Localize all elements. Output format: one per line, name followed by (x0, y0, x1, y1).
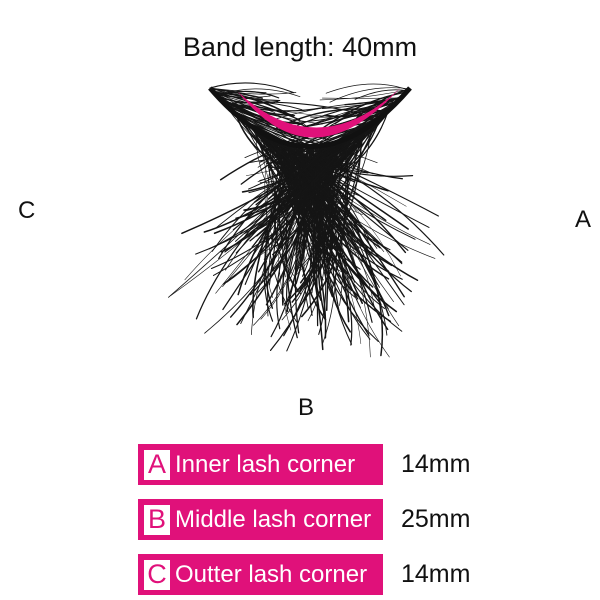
lash-strand (209, 82, 295, 94)
lash-strand (268, 143, 292, 286)
lash-strand (168, 142, 337, 298)
legend-letter: C (144, 559, 170, 590)
lash-strand (284, 142, 329, 270)
lash-strand (309, 146, 388, 336)
legend-length: 25mm (401, 505, 471, 533)
lash-strand (266, 135, 390, 272)
lash-strand (286, 142, 306, 267)
lash-strand (268, 136, 431, 245)
legend-letter: A (144, 449, 170, 480)
legend-letter: B (144, 504, 170, 535)
lash-strand (261, 132, 363, 215)
lash-strand (277, 141, 292, 331)
eyelash-image (168, 82, 445, 358)
marker-b: B (298, 394, 315, 421)
legend-length: 14mm (401, 450, 471, 478)
lash-strands (168, 82, 445, 358)
lash-strand (295, 145, 319, 285)
lash-strand (195, 143, 332, 320)
legend-bar: A Inner lash corner (138, 444, 383, 485)
lash-strand (354, 89, 409, 100)
marker-a: A (575, 206, 592, 233)
legend-row-a: A Inner lash corner 14mm (138, 444, 600, 485)
lash-strand (301, 138, 349, 318)
lash-strand (263, 129, 364, 205)
lash-strand (264, 137, 297, 279)
lash-strand (212, 91, 294, 118)
lash-strand (330, 142, 340, 314)
lash-strand (272, 137, 416, 240)
lash-strand (344, 96, 403, 106)
legend-row-b: B Middle lash corner 25mm (138, 499, 600, 540)
legend-bar: C Outter lash corner (138, 554, 383, 595)
lash-strand (250, 125, 320, 199)
lash-strand (273, 142, 302, 295)
lash-strand (319, 89, 410, 101)
legend-label: Middle lash corner (175, 505, 372, 533)
lash-strand (318, 145, 337, 345)
lash-strand (243, 120, 337, 212)
lash-strand (299, 130, 363, 292)
lash-strand (306, 109, 390, 195)
lash-strand (239, 117, 378, 164)
band-length-title: Band length: 40mm (182, 32, 418, 62)
lash-strand (296, 132, 359, 270)
lash-strand (220, 137, 348, 253)
marker-c: C (18, 197, 36, 224)
legend-length: 14mm (401, 560, 471, 588)
lash-strand (264, 144, 295, 309)
lash-strand (303, 129, 364, 202)
lash-strand (316, 91, 408, 133)
band-guide-crescent (238, 88, 400, 138)
lash-strand (325, 83, 409, 94)
lash-strand (259, 122, 374, 163)
lash-strand (274, 143, 299, 293)
lash-strand (274, 138, 370, 253)
lash-strand (321, 98, 401, 109)
lash-strand (209, 87, 263, 99)
legend-label: Inner lash corner (175, 450, 356, 478)
legend-row-c: C Outter lash corner 14mm (138, 554, 600, 595)
legend-bar: B Middle lash corner (138, 499, 383, 540)
legend-label: Outter lash corner (175, 560, 368, 588)
lash-band (208, 86, 412, 149)
